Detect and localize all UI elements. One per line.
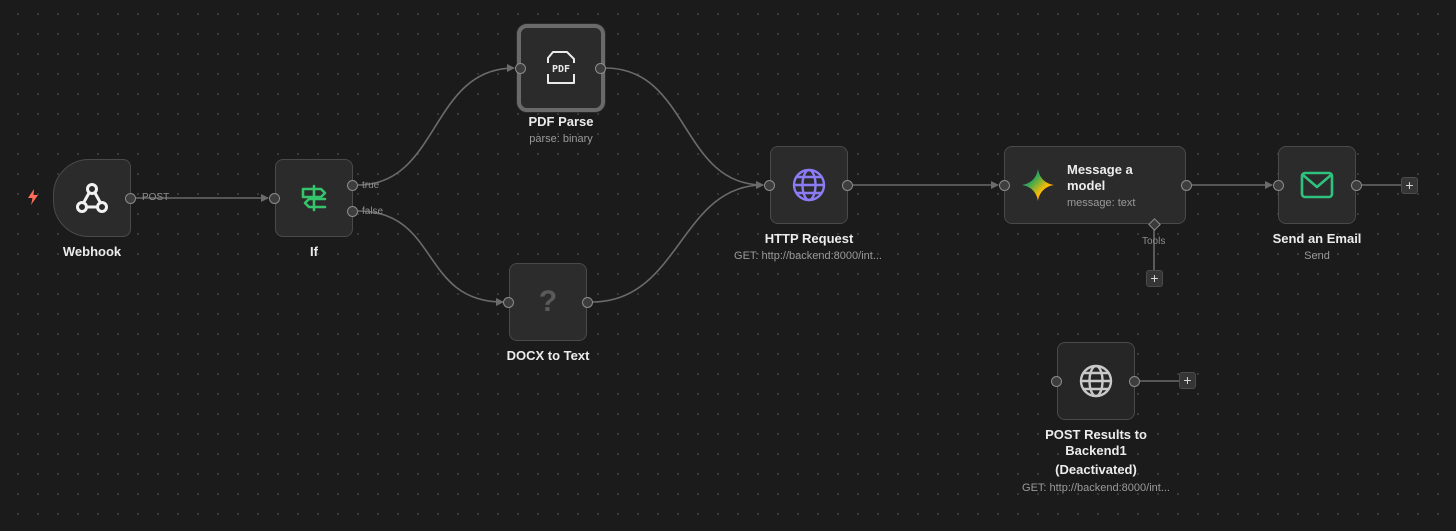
add-node-after-email-button[interactable]: +	[1401, 177, 1418, 194]
post-results-title-3: (Deactivated)	[1055, 462, 1137, 477]
webhook-title: Webhook	[62, 244, 122, 259]
docx-title: DOCX to Text	[506, 348, 590, 363]
connection-if-false-docx	[357, 210, 504, 306]
send-email-title: Send an Email	[1272, 231, 1362, 246]
if-title: If	[310, 244, 318, 259]
connection-if-true-pdf	[357, 64, 515, 186]
webhook-post-label: POST	[142, 192, 170, 203]
if-node[interactable]	[275, 159, 353, 237]
webhook-output-handle[interactable]	[125, 193, 136, 204]
webhook-icon	[76, 183, 108, 213]
unknown-node-icon: ?	[538, 285, 558, 318]
email-input-handle[interactable]	[1273, 180, 1284, 191]
connection-docx-http	[591, 181, 764, 303]
message-model-title-1: Message a	[1067, 161, 1133, 177]
http-request-node[interactable]	[770, 146, 848, 224]
trigger-bolt-icon	[28, 189, 38, 205]
email-output-handle[interactable]	[1351, 180, 1362, 191]
pdf-icon-text: PDF	[552, 64, 570, 75]
message-model-node[interactable]: Message a model message: text	[1004, 146, 1186, 224]
connection-pdf-http	[604, 67, 764, 189]
add-tool-button[interactable]: +	[1146, 270, 1163, 287]
pdf-output-handle[interactable]	[595, 63, 606, 74]
post-results-node[interactable]	[1057, 342, 1135, 420]
send-email-node[interactable]	[1278, 146, 1356, 224]
docx-to-text-node[interactable]: ?	[509, 263, 587, 341]
model-output-handle[interactable]	[1181, 180, 1192, 191]
post-input-handle[interactable]	[1051, 376, 1062, 387]
message-model-title-2: model	[1067, 177, 1106, 193]
http-input-handle[interactable]	[764, 180, 775, 191]
if-true-handle[interactable]	[347, 180, 358, 191]
tools-label: Tools	[1142, 236, 1166, 247]
http-title: HTTP Request	[764, 231, 854, 246]
message-model-subtitle: message: text	[1067, 196, 1136, 209]
post-results-subtitle: GET: http://backend:8000/int...	[1022, 482, 1170, 494]
if-input-handle[interactable]	[269, 193, 280, 204]
add-node-after-post-button[interactable]: +	[1179, 372, 1196, 389]
http-output-handle[interactable]	[842, 180, 853, 191]
post-output-handle[interactable]	[1129, 376, 1140, 387]
signpost-icon	[301, 184, 327, 212]
model-input-handle[interactable]	[999, 180, 1010, 191]
globe-icon	[792, 168, 826, 202]
if-true-label: true	[362, 180, 380, 191]
gemini-icon	[1022, 169, 1054, 201]
if-false-handle[interactable]	[347, 206, 358, 217]
pdf-input-handle[interactable]	[515, 63, 526, 74]
pdf-parse-node[interactable]: PDF	[517, 24, 605, 112]
http-subtitle: GET: http://backend:8000/int...	[734, 250, 882, 262]
globe-icon-deactivated	[1079, 364, 1113, 398]
post-results-title-2: Backend1	[1065, 443, 1127, 458]
webhook-node[interactable]	[53, 159, 131, 237]
pdf-file-icon: PDF	[546, 51, 576, 84]
send-email-subtitle: Send	[1304, 250, 1330, 262]
docx-input-handle[interactable]	[503, 297, 514, 308]
pdf-parse-subtitle: parse: binary	[529, 133, 593, 145]
email-icon	[1300, 171, 1334, 199]
post-results-title-1: POST Results to	[1045, 427, 1147, 442]
if-false-label: false	[362, 206, 384, 217]
docx-output-handle[interactable]	[582, 297, 593, 308]
pdf-parse-title: PDF Parse	[528, 114, 594, 129]
